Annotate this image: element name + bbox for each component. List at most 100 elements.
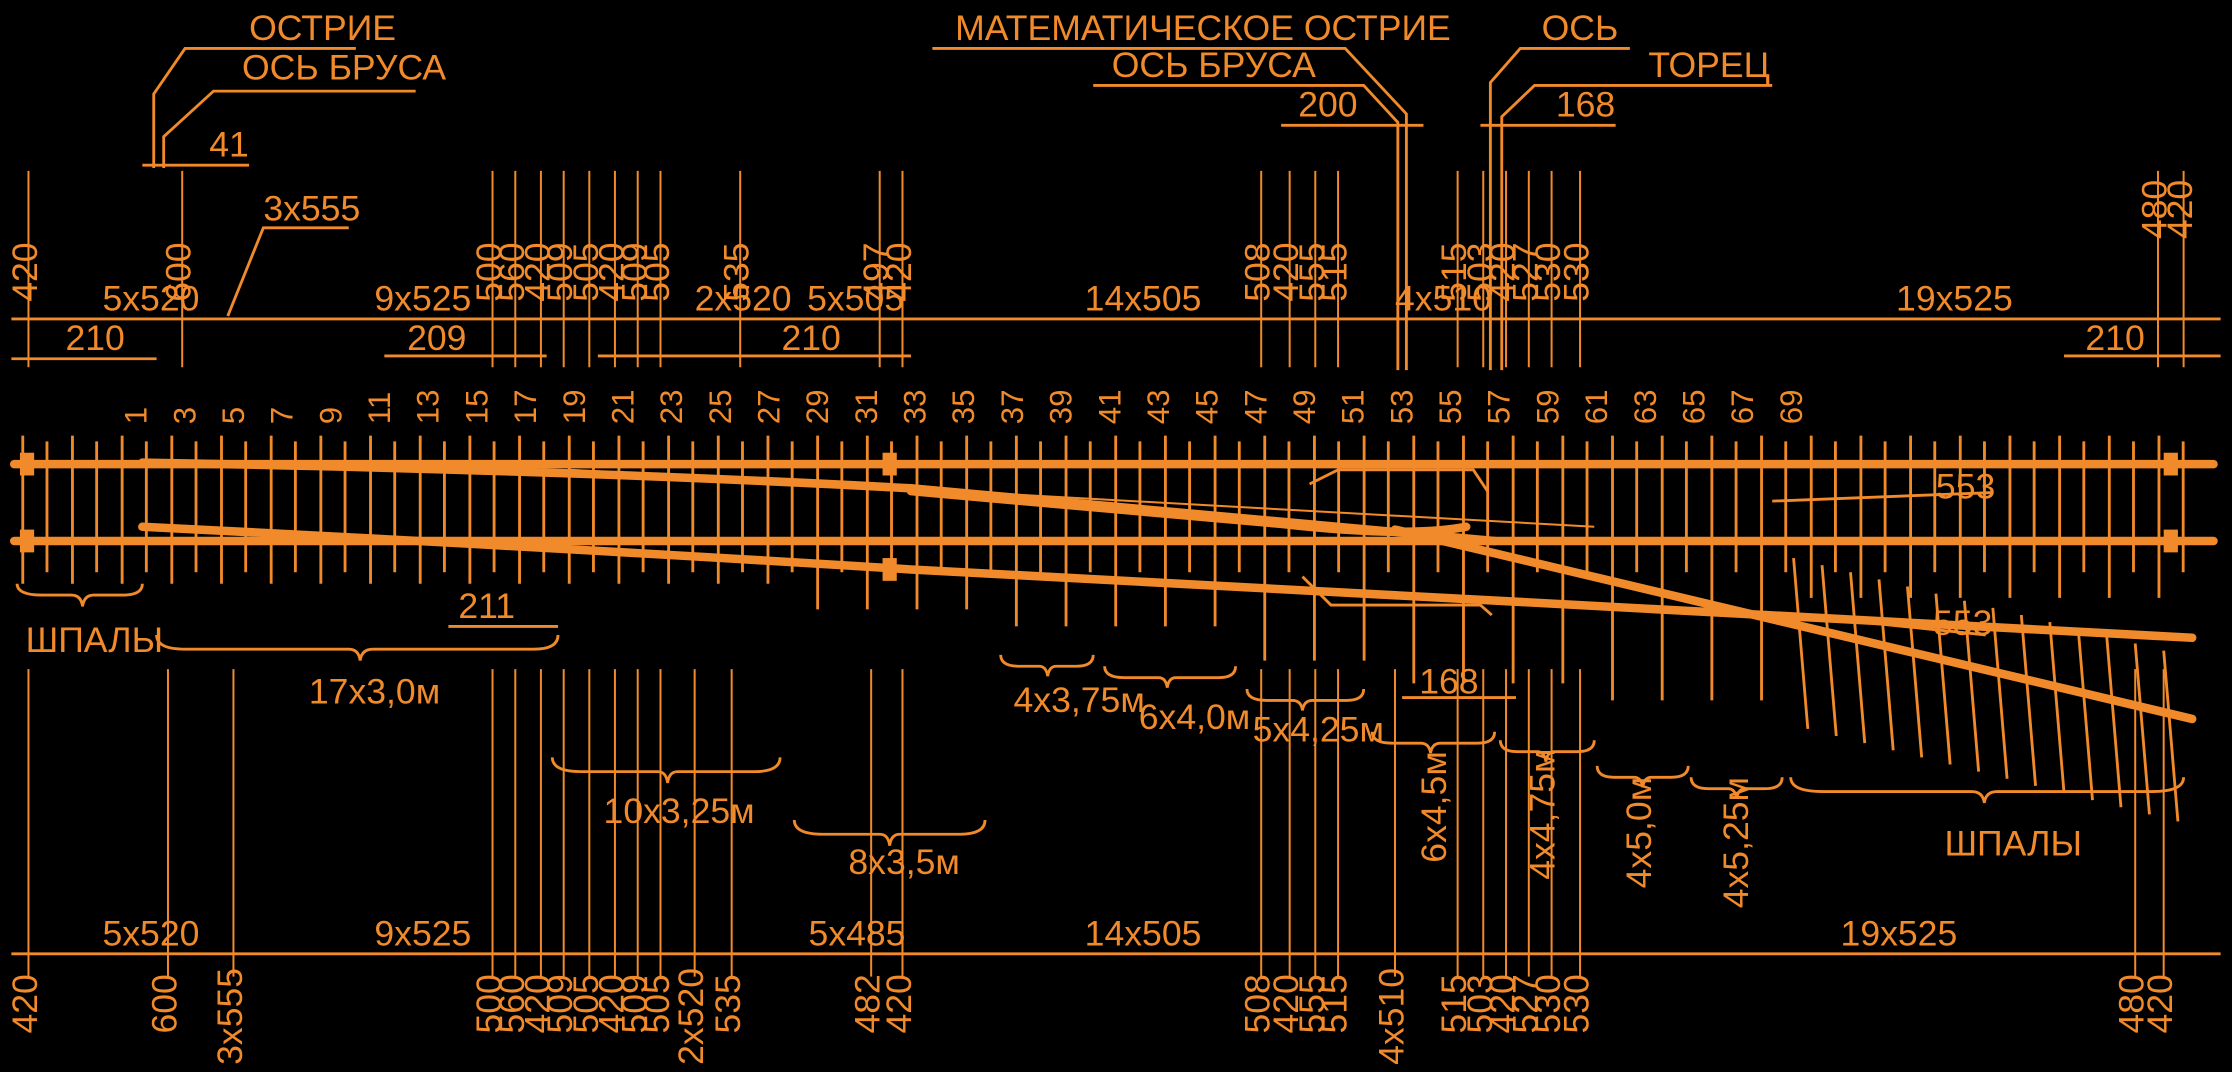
tie-number: 9 [313, 407, 348, 424]
dim-3x555-label: 3x555 [263, 189, 360, 229]
torets-leader [1500, 83, 1773, 371]
top-horizontal-dim-label: 9x525 [374, 278, 471, 318]
bottom-horizontal-dim-label: 19x525 [1841, 913, 1958, 953]
dim-168b-label: 168 [1419, 661, 1478, 701]
dim-553b-line [1764, 610, 1986, 637]
tie-number: 61 [1579, 389, 1614, 424]
bottom-vertical-dim-label: 508 [1238, 974, 1278, 1033]
brace-4x475 [1498, 740, 1596, 762]
tie-number: 5 [216, 407, 251, 424]
top-vertical-dim-label: 555 [1292, 242, 1332, 301]
bottom-vertical-dim-label: 420 [1483, 974, 1523, 1033]
tie-number: 63 [1628, 389, 1663, 424]
dim-210a-label: 210 [65, 318, 124, 358]
tie [1877, 579, 1895, 751]
brace-shpaly-right [1789, 777, 2186, 804]
joint-marker [19, 529, 35, 553]
dim-553a-line [1772, 491, 1993, 503]
tie-number: 23 [654, 389, 689, 424]
joint-marker [882, 558, 897, 581]
bottom-vertical-dim-label: 4x510 [1372, 968, 1412, 1065]
top-chain-dimension: 3x555 210 209 210 210 [11, 189, 2221, 361]
tie [2019, 614, 2037, 786]
bottom-vertical-dim-label: 535 [708, 974, 748, 1033]
os-brusa-right-label: ОСЬ БРУСА [1112, 45, 1316, 85]
os-brusa-right-leader [1093, 83, 1400, 371]
tie-number: 39 [1044, 389, 1079, 424]
ostrie-leader [152, 46, 356, 168]
tie-number: 19 [557, 389, 592, 424]
tie-number: 31 [849, 389, 884, 424]
tie [1991, 607, 2009, 779]
tie-number: 57 [1482, 389, 1517, 424]
tie-number: 35 [946, 389, 981, 424]
top-vertical-dim-label: 530 [1557, 242, 1597, 301]
bottom-horizontal-dim-label: 9x525 [374, 913, 471, 953]
tie-number: 27 [751, 389, 786, 424]
bottom-vertical-dim-label: 420 [5, 974, 45, 1033]
bottom-vertical-dim-label: 480 [2112, 974, 2152, 1033]
tie [1849, 572, 1867, 744]
top-vertical-dim-label: 420 [5, 242, 45, 301]
tie-group-braces: ШПАЛЫ 17x3,0м 10x3,25м 8x3,5м 4x3,75м 6x… [15, 583, 2186, 908]
guard-rail-top [1308, 468, 1489, 492]
brace-4x525 [1689, 777, 1784, 799]
shpaly-left-label: ШПАЛЫ [26, 620, 164, 660]
bottom-vertical-dim-label: 420 [879, 974, 919, 1033]
shpaly-right-label: ШПАЛЫ [1944, 824, 2082, 864]
top-vertical-dim-label: 420 [879, 242, 919, 301]
torets-label: ТОРЕЦ [1648, 45, 1770, 85]
g6x40-label: 6x4,0м [1139, 697, 1250, 737]
bottom-vertical-dim-label: 515 [1434, 974, 1474, 1033]
g4x50-label: 4x5,0м [1619, 777, 1659, 889]
top-vertical-dim-label: 515 [1434, 242, 1474, 301]
top-vertical-dim-label: 509 [614, 242, 654, 301]
tie-number: 53 [1384, 389, 1419, 424]
math-ostrie-leader [932, 46, 1408, 371]
top-horizontal-dim-label: 2x520 [695, 278, 792, 318]
tie-number: 55 [1433, 389, 1468, 424]
joint-marker [2163, 452, 2178, 476]
brace-8x35 [792, 819, 987, 846]
tie [2133, 643, 2151, 815]
bottom-horizontal-dim-label: 5x520 [102, 913, 199, 953]
callout-group: ОСТРИЕ ОСЬ БРУСА 41 МАТЕМАТИЧЕСКОЕ ОСТРИ… [142, 8, 1773, 371]
bottom-vertical-dim-label: 560 [492, 974, 532, 1033]
tie [1792, 557, 1810, 730]
closure-rail [906, 486, 1471, 537]
brace-4x50 [1595, 765, 1690, 788]
dim-3x555-leader [226, 226, 349, 317]
top-vertical-dim-label: 600 [159, 242, 199, 301]
tie-number: 37 [995, 389, 1030, 424]
dim-211-label: 211 [458, 586, 515, 626]
tie-number: 51 [1336, 389, 1371, 424]
tie-number: 43 [1141, 389, 1176, 424]
tie-number: 15 [459, 389, 494, 424]
top-vertical-dim-label: 420 [1266, 242, 1306, 301]
top-vertical-dim-label: 505 [566, 242, 606, 301]
math-ostrie-label: МАТЕМАТИЧЕСКОЕ ОСТРИЕ [955, 8, 1451, 48]
top-vertical-dim-label: 480 [2135, 180, 2175, 239]
bottom-vertical-dim-label: 505 [637, 974, 677, 1033]
top-vertical-dim-label: 515 [1315, 242, 1355, 301]
tie-number: 47 [1238, 389, 1273, 424]
bottom-vertical-dim-label: 503 [1460, 974, 1500, 1033]
top-vertical-dim-label: 509 [540, 242, 580, 301]
top-horizontal-dim-label: 4x510 [1395, 278, 1492, 318]
bottom-vertical-dim-label: 509 [614, 974, 654, 1033]
bottom-vertical-dim-label: 2x520 [671, 968, 711, 1065]
brace-shpaly-left [15, 583, 144, 607]
top-vertical-dim-label: 420 [2160, 180, 2200, 239]
os-label: ОСЬ [1542, 8, 1619, 48]
tie-number: 3 [167, 407, 202, 424]
tie-number: 45 [1190, 389, 1225, 424]
brace-17x30 [155, 634, 560, 661]
tie [2162, 650, 2180, 822]
tie-number: 49 [1287, 389, 1322, 424]
dim-209-label: 209 [407, 318, 466, 358]
top-vertical-dim-label: 508 [1238, 242, 1278, 301]
